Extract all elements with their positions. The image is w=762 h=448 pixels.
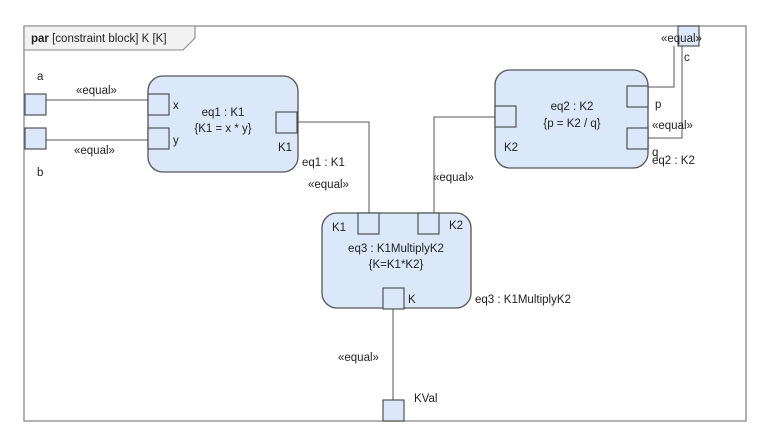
param-c-label: c xyxy=(684,52,690,64)
label-equal-eq2-eq3: «equal» xyxy=(433,172,474,184)
frame-header: par [constraint block] K [K] xyxy=(31,33,167,45)
connector-c-q[interactable] xyxy=(648,46,683,139)
eq3-port-k[interactable] xyxy=(382,287,405,310)
eq2-port-p-label: p xyxy=(655,99,661,111)
frame-title: [constraint block] K [K] xyxy=(52,33,166,45)
param-kval-label: KVal xyxy=(414,393,437,405)
eq1-port-y[interactable] xyxy=(147,127,170,150)
label-equal-eq1-eq3: «equal» xyxy=(308,179,349,191)
label-equal-eq3-kval: «equal» xyxy=(338,352,379,364)
label-equal-b-y: «equal» xyxy=(74,145,115,157)
eq1-port-k1-label: K1 xyxy=(278,142,292,154)
eq1-port-x[interactable] xyxy=(147,93,170,116)
eq2-name: eq2 : K2 xyxy=(551,101,594,113)
eq3-port-k-label: K xyxy=(408,294,416,306)
param-kval[interactable] xyxy=(382,399,405,422)
constraint-block-eq1[interactable] xyxy=(147,75,299,173)
eq1-constraint: {K1 = x * y} xyxy=(194,123,251,135)
frame-keyword: par xyxy=(31,33,49,45)
label-equal-a-x: «equal» xyxy=(76,85,117,97)
eq2-port-q-label: q xyxy=(652,147,658,159)
eq2-port-k2[interactable] xyxy=(494,105,517,128)
param-b[interactable] xyxy=(24,127,47,150)
eq3-port-k2[interactable] xyxy=(417,212,440,235)
eq3-port-k1[interactable] xyxy=(357,212,380,235)
eq1-port-x-label: x xyxy=(173,100,179,112)
connector-eq1-eq3[interactable] xyxy=(297,121,370,213)
eq1-port-k1[interactable] xyxy=(275,111,298,134)
eq2-tag: eq2 : K2 xyxy=(652,155,695,167)
param-a[interactable] xyxy=(24,93,47,116)
eq3-tag: eq3 : K1MultiplyK2 xyxy=(475,294,571,306)
label-equal-c-p: «equal» xyxy=(661,33,702,45)
eq3-name: eq3 : K1MultiplyK2 xyxy=(348,243,444,255)
frame-header-tab xyxy=(23,25,196,51)
connector-c-p[interactable] xyxy=(648,46,675,88)
eq1-tag: eq1 : K1 xyxy=(302,157,345,169)
param-c[interactable] xyxy=(677,25,700,47)
eq1-port-y-label: y xyxy=(173,135,179,147)
eq3-port-k1-label: K1 xyxy=(332,222,346,234)
label-equal-c-q: «equal» xyxy=(652,120,693,132)
eq3-constraint: {K=K1*K2} xyxy=(369,259,424,271)
eq2-port-k2-label: K2 xyxy=(504,142,518,154)
eq2-constraint: {p = K2 / q} xyxy=(543,118,600,130)
eq2-port-p[interactable] xyxy=(626,85,649,108)
param-a-label: a xyxy=(37,71,44,83)
eq3-port-k2-label: K2 xyxy=(449,220,463,232)
eq1-name: eq1 : K1 xyxy=(202,107,245,119)
param-b-label: b xyxy=(37,167,43,179)
eq2-port-q[interactable] xyxy=(626,127,649,150)
